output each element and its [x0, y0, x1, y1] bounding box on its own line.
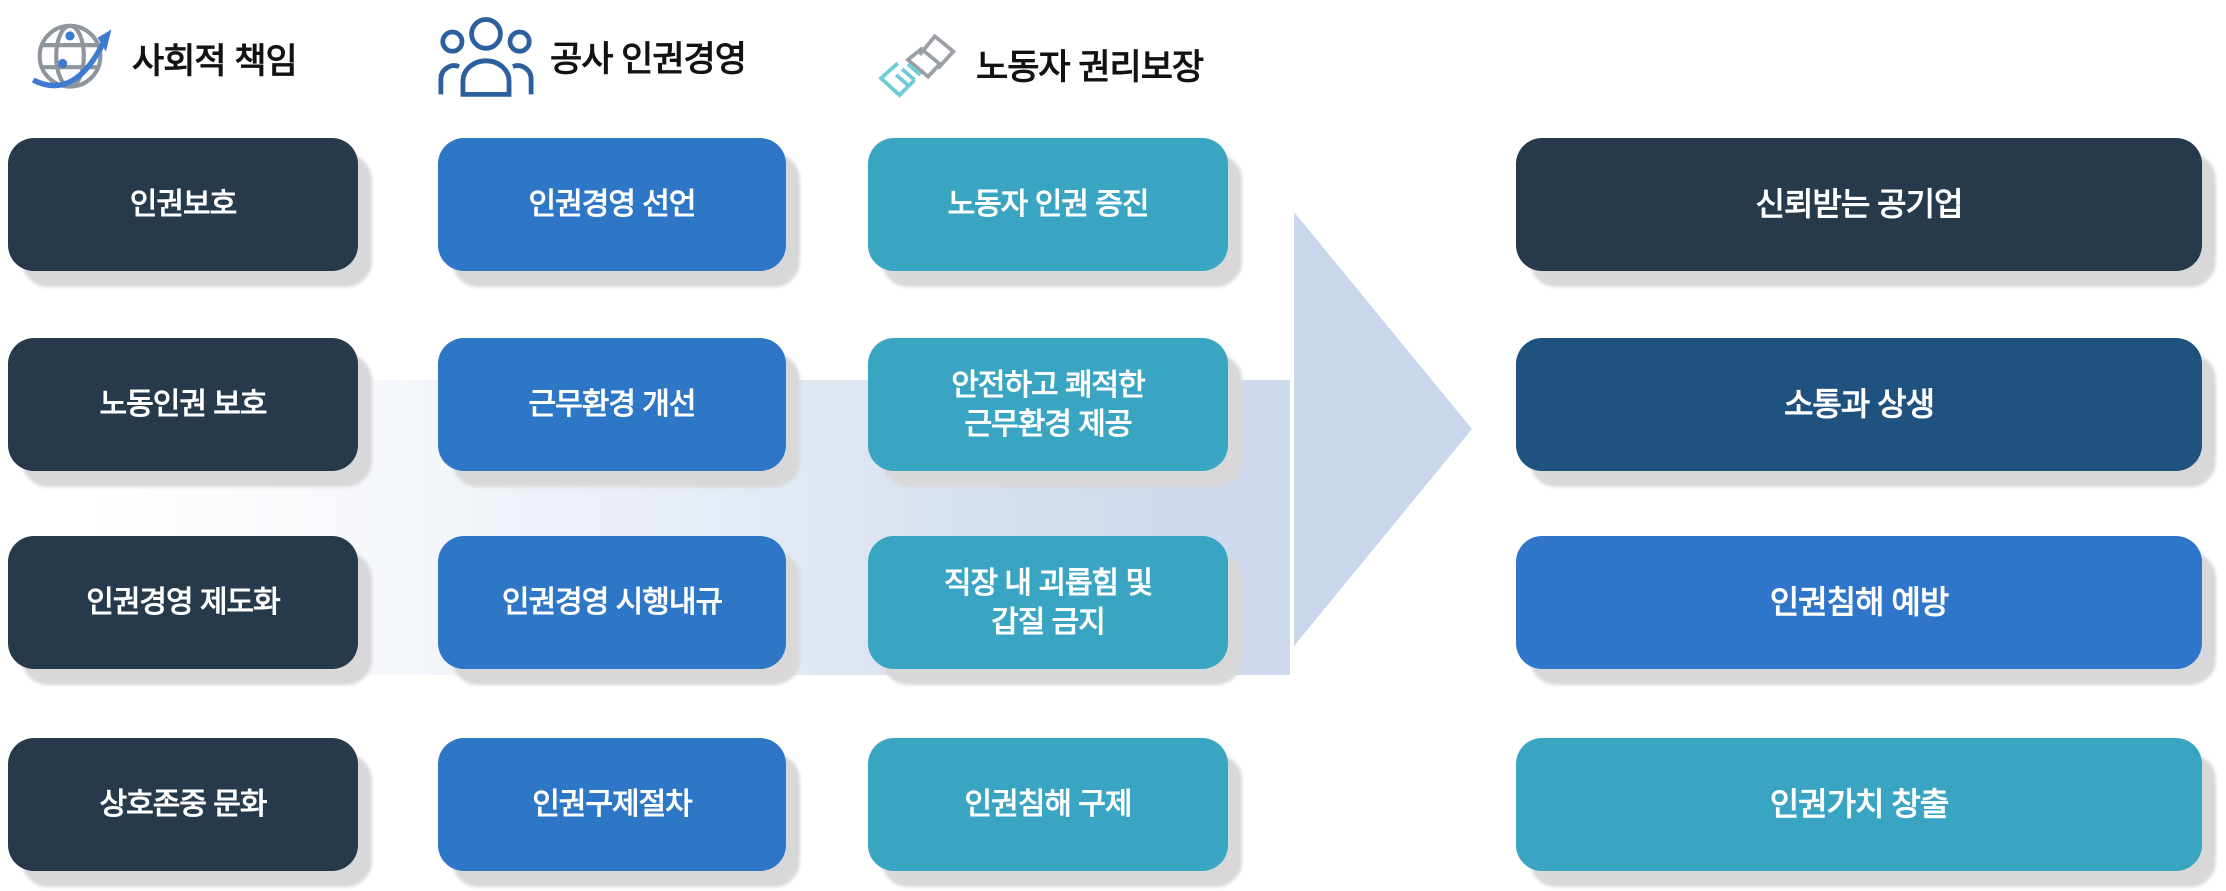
flow-box-label: 인권경영 선언: [528, 188, 697, 221]
flow-box: 인권구제절차: [438, 738, 786, 871]
flow-box: 직장 내 괴롭힘 및 갑질 금지: [868, 536, 1228, 669]
header-label: 사회적 책임: [132, 41, 298, 81]
flow-box-label: 인권경영 제도화: [86, 586, 281, 619]
outcome-box-label: 소통과 상생: [1783, 385, 1935, 422]
flow-box-label: 인권구제절차: [532, 788, 693, 821]
handshake-icon: [876, 26, 960, 102]
outcome-box: 소통과 상생: [1516, 338, 2202, 471]
flow-box: 노동인권 보호: [8, 338, 358, 471]
flow-box-label: 근무환경 개선: [528, 388, 697, 421]
flow-box: 인권침해 구제: [868, 738, 1228, 871]
flow-box-label: 노동인권 보호: [99, 388, 268, 421]
flow-box-label: 인권보호: [129, 188, 237, 221]
outcome-box: 신뢰받는 공기업: [1516, 138, 2202, 271]
header-worker-rights: 노동자 권리보장: [876, 26, 1204, 102]
flow-box: 인권경영 시행내규: [438, 536, 786, 669]
flow-box: 안전하고 쾌적한 근무환경 제공: [868, 338, 1228, 471]
flow-box: 인권보호: [8, 138, 358, 271]
header-company-hrm: 공사 인권경영: [438, 8, 747, 104]
header-label: 공사 인권경영: [550, 39, 747, 79]
header-label: 노동자 권리보장: [976, 47, 1204, 87]
flow-box: 인권경영 선언: [438, 138, 786, 271]
outcome-box-label: 인권침해 예방: [1769, 583, 1950, 620]
outcome-box: 인권침해 예방: [1516, 536, 2202, 669]
flow-box-label: 안전하고 쾌적한 근무환경 제공: [951, 368, 1146, 441]
flow-box: 근무환경 개선: [438, 338, 786, 471]
flow-box-label: 인권침해 구제: [964, 788, 1133, 821]
flow-box-label: 노동자 인권 증진: [947, 188, 1150, 221]
header-social-responsibility: 사회적 책임: [24, 12, 298, 104]
flow-arrow-head-icon: [1294, 212, 1472, 646]
outcome-box-label: 인권가치 창출: [1769, 785, 1950, 822]
flow-box: 인권경영 제도화: [8, 536, 358, 669]
outcome-box: 인권가치 창출: [1516, 738, 2202, 871]
outcome-box-label: 신뢰받는 공기업: [1755, 185, 1964, 222]
flow-box: 노동자 인권 증진: [868, 138, 1228, 271]
flow-box-label: 직장 내 괴롭힘 및 갑질 금지: [943, 566, 1153, 639]
flow-box-label: 상호존중 문화: [99, 788, 268, 821]
flow-box-label: 인권경영 시행내규: [501, 586, 723, 619]
globe-icon: [24, 12, 116, 104]
flow-box: 상호존중 문화: [8, 738, 358, 871]
people-icon: [438, 8, 534, 104]
